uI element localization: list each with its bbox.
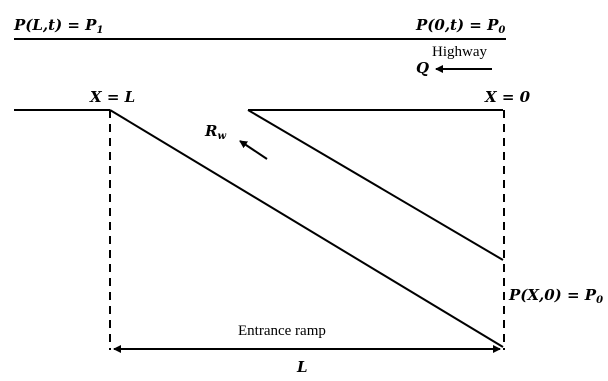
label-entrance-ramp: Entrance ramp xyxy=(238,323,326,339)
label-q: Q xyxy=(416,59,430,77)
ramp-outer-edge xyxy=(109,109,504,348)
label-px0: P(X,0) = P0 xyxy=(509,286,604,306)
label-l: L xyxy=(297,358,308,376)
label-highway: Highway xyxy=(432,44,487,60)
label-p0: P(0,t) = P0 xyxy=(416,16,506,36)
label-x-0: X = 0 xyxy=(485,88,531,106)
rw-arrow xyxy=(239,140,268,160)
label-p1: P(L,t) = P1 xyxy=(14,16,104,36)
label-x-l: X = L xyxy=(90,88,136,106)
ramp-inner-edge xyxy=(247,109,504,261)
label-rw: Rw xyxy=(205,122,227,142)
